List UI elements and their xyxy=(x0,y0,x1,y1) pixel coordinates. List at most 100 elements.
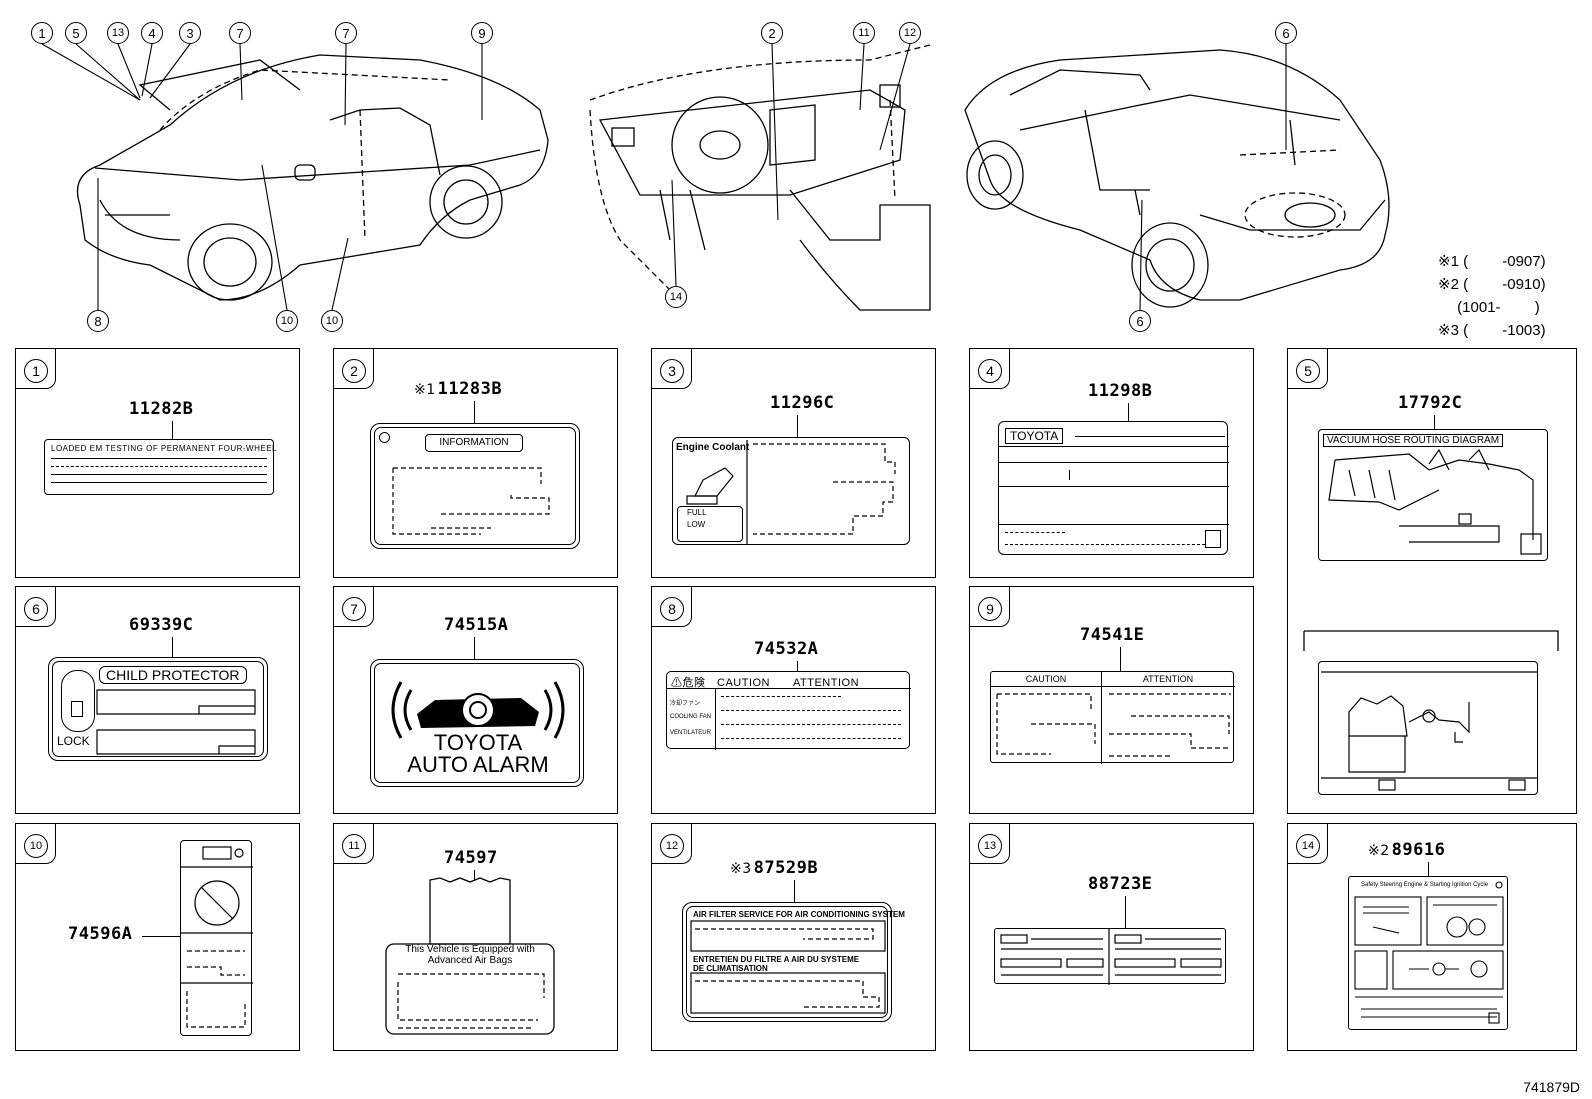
part-number: 17792C xyxy=(1398,393,1463,413)
callout-12: 12 xyxy=(899,22,921,44)
panel-number: 3 xyxy=(660,359,684,383)
panel-number: 10 xyxy=(24,834,48,858)
part-number: 11283B xyxy=(437,379,503,399)
full-mark: FULL xyxy=(687,508,707,517)
part-number: 74596A xyxy=(68,924,133,944)
filter-service-english: AIR FILTER SERVICE FOR AIR CONDITIONING … xyxy=(693,910,905,919)
airbag-text-1: This Vehicle is Equipped with xyxy=(405,944,535,955)
date-note-mark: ※2 xyxy=(1368,843,1390,859)
panel-number: 12 xyxy=(660,834,684,858)
panel-1: 1 11282B LOADED EM TESTING OF PERMANENT … xyxy=(15,348,300,578)
label-drawing: Engine Coolant FULL LOW xyxy=(672,437,910,545)
label-drawing-alt xyxy=(1318,661,1538,795)
part-number: 74532A xyxy=(754,639,819,659)
toyota-text: TOYOTA xyxy=(433,730,523,755)
panel-number: 2 xyxy=(342,359,366,383)
callout-10-door: 10 xyxy=(321,310,343,332)
toyota-header: TOYOTA xyxy=(1005,428,1064,444)
part-number: 11282B xyxy=(129,399,194,419)
label-drawing: VACUUM HOSE ROUTING DIAGRAM xyxy=(1318,429,1548,561)
callout-7-door: 7 xyxy=(335,22,357,44)
panel-7: 7 74515A TOYOTA AUTO ALARM xyxy=(333,586,618,814)
callout-6-trunk: 6 xyxy=(1275,22,1297,44)
production-date-notes: ※1 ( -0907) ※2 ( -0910) (1001- ) ※3 ( -1… xyxy=(1438,253,1546,339)
callout-11: 11 xyxy=(853,22,875,44)
label-drawing: CAUTION ATTENTION xyxy=(990,671,1235,764)
ignition-heading: Safety Steering Engine & Starting Igniti… xyxy=(1361,882,1489,888)
date-note-mark: ※3 xyxy=(730,861,752,877)
low-mark: LOW xyxy=(687,520,706,529)
part-number: 74515A xyxy=(444,615,509,635)
panel-5: 5 17792C VACUUM HOSE ROUTING DIAGRAM xyxy=(1287,348,1577,814)
callout-14: 14 xyxy=(665,286,687,308)
panel-9: 9 74541E CAUTION ATTENTION xyxy=(969,586,1254,814)
part-number: 11296C xyxy=(770,393,835,413)
label-drawing: TOYOTA xyxy=(998,421,1229,555)
part-number: 74541E xyxy=(1080,625,1145,645)
alarm-car-icon xyxy=(391,681,565,739)
airbag-warning-icon xyxy=(181,846,253,1028)
child-lock-switch-icon xyxy=(61,670,95,732)
callout-2: 2 xyxy=(761,22,783,44)
panel-number: 4 xyxy=(978,359,1002,383)
callout-1: 1 xyxy=(31,22,53,44)
lock-text: LOCK xyxy=(57,734,90,748)
label-heading: LOADED EM TESTING OF PERMANENT FOUR-WHEE… xyxy=(51,444,278,453)
attention-column-heading: ATTENTION xyxy=(1142,674,1194,684)
label-drawing: AIR FILTER SERVICE FOR AIR CONDITIONING … xyxy=(682,902,905,1022)
child-protector-heading: CHILD PROTECTOR xyxy=(99,666,247,684)
vacuum-hose-heading: VACUUM HOSE ROUTING DIAGRAM xyxy=(1323,434,1504,447)
row-label-1: 冷却ファン xyxy=(670,701,701,707)
panel-6: 6 69339C LOCK CHILD PROTECTOR xyxy=(15,586,300,814)
panel-number: 11 xyxy=(342,834,366,858)
label-drawing: ⚠危険 CAUTION ATTENTION 冷却ファン COOLING FAN … xyxy=(666,671,911,750)
callout-13: 13 xyxy=(107,22,129,44)
panel-number: 1 xyxy=(24,359,48,383)
label-drawing xyxy=(180,840,253,1036)
auto-alarm-text: AUTO ALARM xyxy=(407,752,549,777)
part-number: 69339C xyxy=(129,615,194,635)
label-drawing: LOCK CHILD PROTECTOR xyxy=(48,657,268,761)
part-number: 89616 xyxy=(1391,840,1446,860)
label-drawing xyxy=(385,877,555,1035)
vacuum-hose-diagram-alt xyxy=(1321,671,1537,791)
callout-9: 9 xyxy=(471,22,493,44)
caution-column-heading: CAUTION xyxy=(1025,674,1067,684)
row-label-3: VENTILATEUR xyxy=(670,730,711,736)
part-number: 74597 xyxy=(444,848,498,868)
panel-number: 7 xyxy=(342,597,366,621)
label-drawing: LOADED EM TESTING OF PERMANENT FOUR-WHEE… xyxy=(44,439,278,495)
panel-8: 8 74532A ⚠危険 CAUTION ATTENTION 冷却ファン COO… xyxy=(651,586,936,814)
panel-10: 10 74596A xyxy=(15,823,300,1051)
coolant-heading: Engine Coolant xyxy=(676,442,750,453)
panel-11: 11 74597 This Vehicle is Equipped with A… xyxy=(333,823,618,1051)
panel-number: 5 xyxy=(1296,359,1320,383)
vacuum-hose-diagram xyxy=(1328,448,1542,555)
callout-7-front: 7 xyxy=(229,22,251,44)
label-drawing: INFORMATION xyxy=(370,423,580,549)
part-number: 88723E xyxy=(1088,874,1153,894)
panel-number: 13 xyxy=(978,834,1002,858)
panel-number: 6 xyxy=(24,597,48,621)
row-label-2: COOLING FAN xyxy=(670,714,712,720)
caution-header: ⚠危険 CAUTION ATTENTION xyxy=(671,677,860,689)
filter-service-french: ENTRETIEN DU FILTRE A AIR DU SYSTEME xyxy=(693,955,860,964)
information-header: INFORMATION xyxy=(425,434,523,452)
panel-number: 9 xyxy=(978,597,1002,621)
label-drawing xyxy=(994,928,1226,985)
ignition-instructions-diagram xyxy=(1354,881,1504,1024)
coolant-bottle-icon xyxy=(686,440,896,544)
label-drawing: Safety Steering Engine & Starting Igniti… xyxy=(1348,876,1508,1030)
date-note-mark: ※1 xyxy=(414,382,436,398)
part-number: 87529B xyxy=(753,858,819,878)
reference-code: 741879D xyxy=(1523,1079,1580,1095)
vehicle-illustrations: 1 5 13 4 3 7 7 9 8 10 10 2 11 12 14 6 6 xyxy=(0,0,1592,340)
vehicle-line-art xyxy=(41,43,1390,311)
callout-4: 4 xyxy=(141,22,163,44)
